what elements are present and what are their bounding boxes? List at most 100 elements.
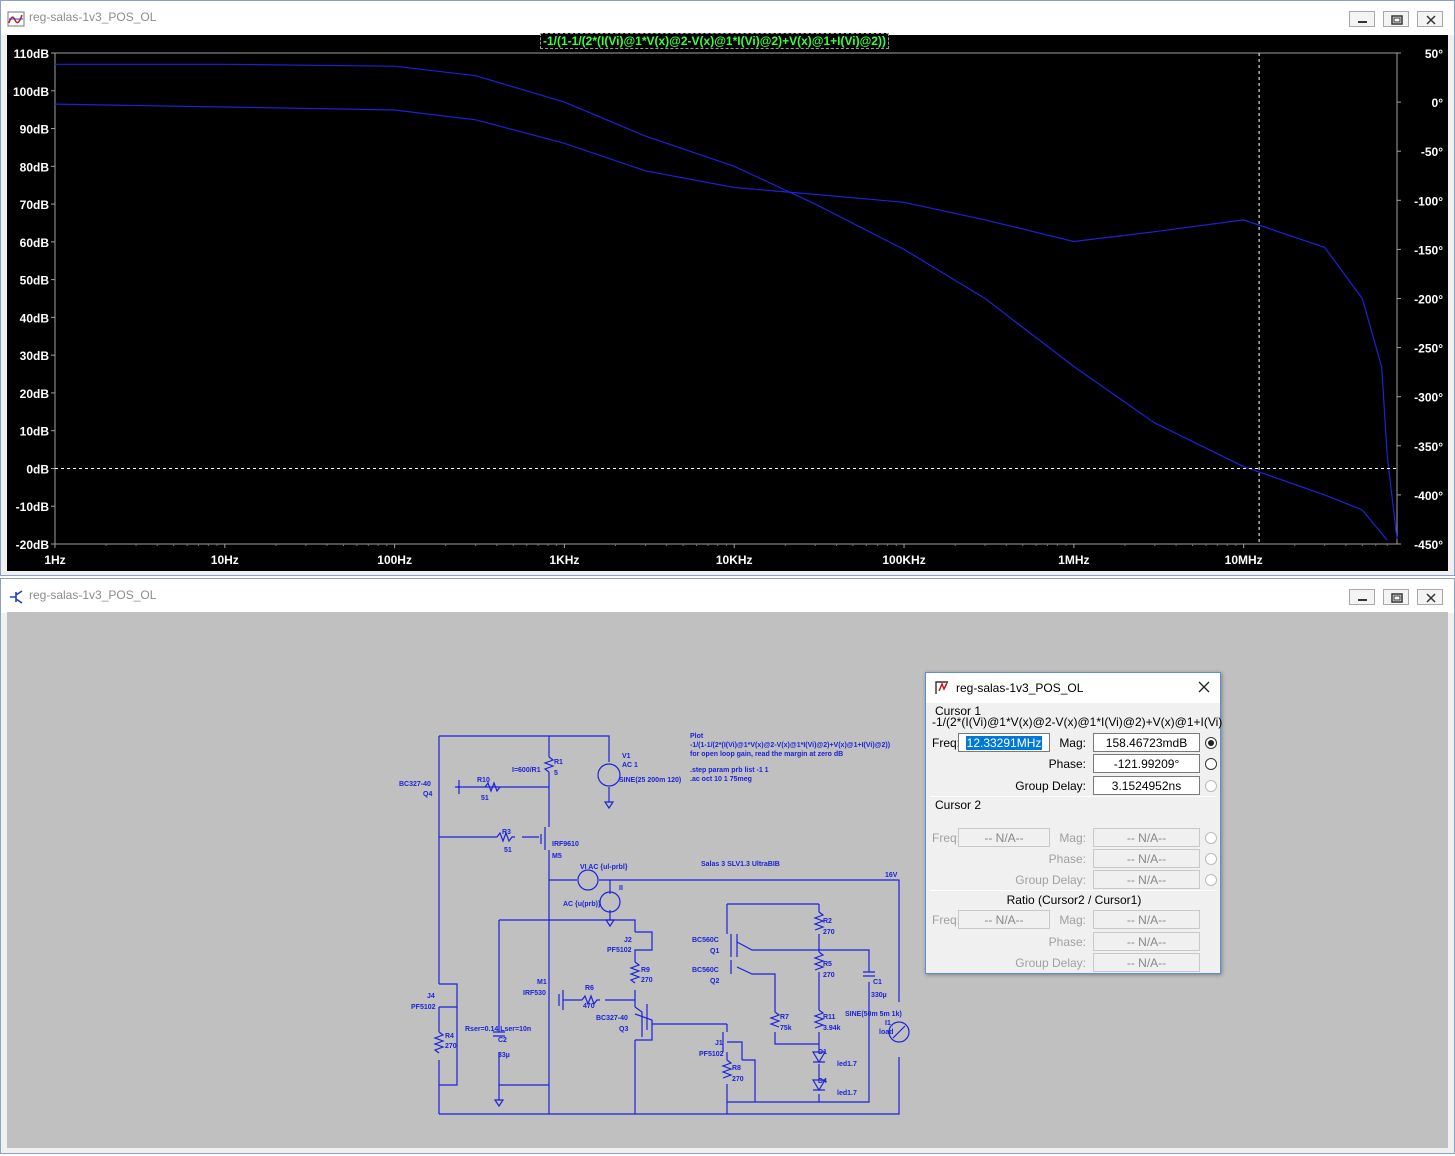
- label-j2-type: PF5102: [607, 947, 632, 954]
- label-r10: R10: [477, 777, 490, 784]
- cursor1-groupdelay-label: Group Delay:: [1015, 779, 1086, 793]
- ratio-groupdelay-label: Group Delay:: [1015, 956, 1086, 970]
- y-left-tick-label: -10dB: [16, 500, 50, 514]
- label-v1: V1: [622, 753, 631, 760]
- label-r8-val: 270: [732, 1076, 744, 1083]
- label-q1: Q1: [710, 948, 719, 955]
- y-left-tick-label: -20dB: [16, 538, 50, 552]
- label-j2: J2: [624, 937, 632, 944]
- schematic-labels: BC327-40 Q4 R10 51 R1 5 I=600/R1 V1 AC 1…: [399, 733, 902, 1097]
- cursor1-phase-radio[interactable]: [1205, 758, 1217, 770]
- label-v1-sine: SINE(25 200m 120): [619, 777, 681, 784]
- label-load: load: [879, 1029, 893, 1036]
- restore-button[interactable]: [1383, 589, 1409, 605]
- plot-window-titlebar[interactable]: reg-salas-1v3_POS_OL: [1, 1, 1454, 35]
- label-r7: R7: [780, 1014, 789, 1021]
- label-r4-val: 270: [445, 1043, 457, 1050]
- cursor2-phase-field[interactable]: -- N/A--: [1093, 849, 1200, 868]
- close-icon: [1426, 15, 1436, 25]
- plot-frame: [54, 52, 1398, 545]
- label-j1: J1: [715, 1040, 723, 1047]
- cursor1-mag-radio[interactable]: [1205, 737, 1217, 749]
- cursor2-phase-radio[interactable]: [1205, 853, 1217, 865]
- restore-button[interactable]: [1383, 11, 1409, 27]
- y-left-tick-label: 60dB: [20, 236, 50, 250]
- cursor1-freq-field[interactable]: 12.33291MHz: [958, 733, 1050, 752]
- x-tick-label: 10KHz: [716, 553, 753, 567]
- cursor2-mag-label: Mag:: [1059, 831, 1086, 845]
- cursor2-mag-radio[interactable]: [1205, 832, 1217, 844]
- close-icon[interactable]: [1196, 679, 1212, 695]
- schematic-app-icon: [10, 590, 23, 604]
- bode-plot[interactable]: 110dB100dB90dB80dB70dB60dB50dB40dB30dB20…: [7, 35, 1448, 571]
- cursor1-freq-label: Freq:: [932, 736, 961, 750]
- restore-icon: [1391, 15, 1403, 25]
- label-r10-val: 51: [481, 795, 489, 802]
- label-bc560-q1: BC560C: [692, 937, 719, 944]
- y-left-tick-label: 70dB: [20, 198, 50, 212]
- ratio-groupdelay-field[interactable]: -- N/A--: [1093, 953, 1200, 972]
- close-button[interactable]: [1417, 589, 1443, 605]
- label-i1-sine: SINE(50m 5m 1k): [845, 1011, 902, 1018]
- y-left-tick-label: 100dB: [13, 85, 49, 99]
- cursor2-mag-field[interactable]: -- N/A--: [1093, 828, 1200, 847]
- ratio-heading: Ratio (Cursor2 / Cursor1): [1006, 893, 1142, 907]
- ratio-mag-field[interactable]: -- N/A--: [1093, 910, 1200, 929]
- label-r5: R5: [823, 961, 832, 968]
- label-bc327-q3: BC327-40: [596, 1015, 628, 1022]
- phase-trace: [54, 103, 1398, 540]
- y-left-tick-label: 0dB: [26, 462, 49, 476]
- cursor-probe-icon: [935, 681, 948, 694]
- cursor2-groupdelay-label: Group Delay:: [1015, 873, 1086, 887]
- cursor2-groupdelay-field[interactable]: -- N/A--: [1093, 870, 1200, 889]
- x-tick-label: 10MHz: [1225, 553, 1263, 567]
- cursor1-mag-label: Mag:: [1059, 736, 1086, 750]
- note-expression: -1/(1-1/(2*(I(Vi)@1*V(x)@2-V(x)@1*I(Vi)@…: [690, 742, 890, 749]
- schematic-canvas[interactable]: BC327-40 Q4 R10 51 R1 5 I=600/R1 V1 AC 1…: [7, 612, 1448, 1148]
- y-right-tick-label: 0°: [1432, 96, 1444, 110]
- cursor-dialog-titlebar[interactable]: reg-salas-1v3_POS_OL: [926, 673, 1220, 703]
- y-right-tick-label: -250°: [1414, 342, 1443, 356]
- label-c2-val: 33µ: [498, 1052, 510, 1059]
- x-tick-label: 10Hz: [211, 553, 239, 567]
- label-m1: M1: [537, 979, 547, 986]
- label-title-note: Salas 3 SLV1.3 UltraBIB: [701, 861, 780, 868]
- y-left-tick-label: 110dB: [14, 47, 50, 61]
- label-rser: Rser=0.14 Lser=10n: [465, 1026, 531, 1033]
- magnitude-trace: [55, 63, 1388, 541]
- trace-label[interactable]: -1/(1-1/(2*(I(Vi)@1*V(x)@2-V(x)@1*I(Vi)@…: [540, 33, 889, 49]
- label-d1-val: led1.7: [837, 1061, 857, 1068]
- label-ii: II: [619, 885, 623, 892]
- cursor2-groupdelay-radio[interactable]: [1205, 874, 1217, 886]
- schematic-symbols: [433, 756, 910, 1092]
- close-button[interactable]: [1417, 11, 1443, 27]
- schematic-window-titlebar[interactable]: reg-salas-1v3_POS_OL: [1, 579, 1454, 613]
- minimize-button[interactable]: [1349, 589, 1375, 605]
- y-left-tick-label: 10dB: [20, 425, 50, 439]
- cursor1-mag-field[interactable]: 158.46723mdB: [1093, 733, 1200, 752]
- label-r3-val: 51: [504, 847, 512, 854]
- y-left-tick-label: 30dB: [20, 349, 50, 363]
- cursor1-groupdelay-radio[interactable]: [1205, 780, 1217, 792]
- cursor2-heading: Cursor 2: [935, 798, 982, 812]
- schematic-drawing[interactable]: BC327-40 Q4 R10 51 R1 5 I=600/R1 V1 AC 1…: [7, 612, 1448, 1148]
- label-j4: J4: [427, 993, 435, 1000]
- cursor2-freq-field[interactable]: -- N/A--: [958, 828, 1050, 847]
- restore-icon: [1391, 593, 1403, 603]
- y-left-tick-label: 20dB: [20, 387, 50, 401]
- note-plot: Plot: [690, 733, 704, 740]
- label-r7-val: 75k: [780, 1025, 792, 1032]
- cursor1-phase-field[interactable]: -121.99209°: [1093, 754, 1200, 773]
- cursor1-groupdelay-field[interactable]: 3.1524952ns: [1093, 776, 1200, 795]
- y-left-tick-label: 90dB: [20, 123, 50, 137]
- label-r8: R8: [732, 1065, 741, 1072]
- label-d1: D1: [818, 1049, 827, 1056]
- ratio-freq-field[interactable]: -- N/A--: [958, 910, 1050, 929]
- y-left-tick-label: 40dB: [20, 311, 50, 325]
- label-m5: M5: [552, 853, 562, 860]
- ratio-phase-field[interactable]: -- N/A--: [1093, 932, 1200, 951]
- x-tick-label: 1KHz: [549, 553, 579, 567]
- label-current: I=600/R1: [512, 767, 541, 774]
- minimize-button[interactable]: [1349, 11, 1375, 27]
